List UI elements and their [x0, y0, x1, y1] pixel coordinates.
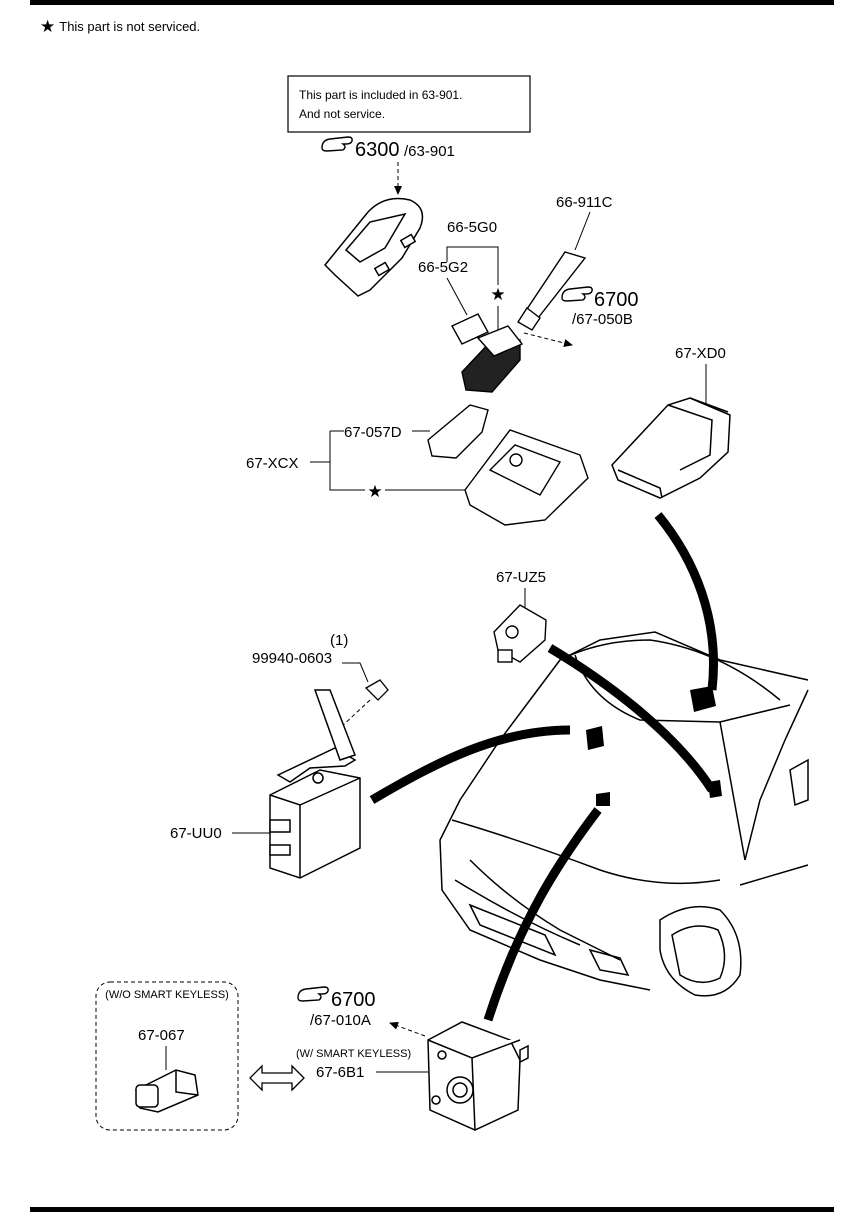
- bracket-67-XD0-drawing: [611, 397, 731, 499]
- label-67-067: 67-067: [138, 1027, 185, 1044]
- module-67-UU0-drawing: [269, 689, 361, 879]
- interchange-arrow-icon: [249, 1064, 305, 1092]
- label-67-6B1: 67-6B1: [316, 1064, 364, 1081]
- note-box: This part is included in 63-901. And not…: [287, 75, 531, 133]
- cable-drawing: [517, 251, 587, 331]
- connector-67-067-drawing: [135, 1069, 199, 1113]
- label-66-911C: 66-911C: [556, 194, 613, 211]
- vehicle-module-locations: [586, 686, 722, 806]
- leader-66-911C: [574, 211, 591, 251]
- ref-6700-sub-1: /67-050B: [572, 311, 633, 328]
- key-housing-drawing: [323, 197, 424, 297]
- pointer-band-UZ5: [547, 644, 716, 793]
- variant-with-smart-keyless: (W/ SMART KEYLESS): [296, 1048, 411, 1060]
- variant-without-smart-keyless: (W/O SMART KEYLESS): [105, 989, 229, 1001]
- label-67-XCX: 67-XCX: [246, 455, 299, 472]
- label-66-5G0: 66-5G0: [447, 219, 497, 236]
- label-67-057D: 67-057D: [344, 424, 402, 441]
- ref-6700-number-1: 6700: [594, 289, 639, 311]
- label-67-UU0: 67-UU0: [170, 825, 222, 842]
- label-99940-qty: (1): [330, 632, 348, 649]
- pointer-band-XD0: [654, 512, 718, 691]
- bracket-67-057D-drawing: [427, 404, 489, 459]
- legend-text: This part is not serviced.: [59, 19, 201, 34]
- holder-67-XCX-drawing: [464, 429, 589, 526]
- ref-6700-number-2: 6700: [331, 989, 376, 1011]
- pointing-hand-icon: [297, 986, 329, 1002]
- label-99940-0603: 99940-0603: [252, 650, 332, 667]
- clip-drawing: [364, 679, 389, 701]
- label-66-5G2: 66-5G2: [418, 259, 468, 276]
- label-67-UZ5: 67-UZ5: [496, 569, 546, 586]
- pointer-band-6B1: [483, 807, 602, 1022]
- pointer-band-UU0: [369, 725, 571, 804]
- ref-6300-sub: /63-901: [404, 143, 455, 160]
- star-icon: ★: [40, 17, 56, 36]
- label-67-XD0: 67-XD0: [675, 345, 726, 362]
- note-line-1: This part is included in 63-901.: [299, 88, 462, 102]
- key-module-drawing: [451, 313, 524, 393]
- pointing-hand-icon: [321, 136, 353, 152]
- vehicle-outline-drawing: [439, 631, 809, 997]
- star-66-5G0: ★: [490, 285, 505, 304]
- star-67-XCX: ★: [367, 482, 382, 501]
- variant-box-without-smart-keyless: [95, 981, 239, 1131]
- reference-6700-050B[interactable]: 6700 /67-050B: [561, 286, 639, 328]
- note-line-2: And not service.: [299, 107, 385, 121]
- sensor-67-UZ5-drawing: [493, 604, 547, 663]
- bottom-border-rule: [30, 1207, 834, 1212]
- top-border-rule: [30, 0, 834, 5]
- reference-6700-010A[interactable]: 6700 /67-010A: [297, 986, 376, 1029]
- ref-6300-number: 6300: [355, 139, 400, 161]
- reference-6300[interactable]: 6300 /63-901: [321, 136, 455, 161]
- ref-6700-sub-2: /67-010A: [310, 1012, 371, 1029]
- switch-67-6B1-drawing: [427, 1021, 529, 1131]
- pointing-hand-icon: [561, 286, 593, 302]
- legend: ★ This part is not serviced.: [40, 18, 200, 35]
